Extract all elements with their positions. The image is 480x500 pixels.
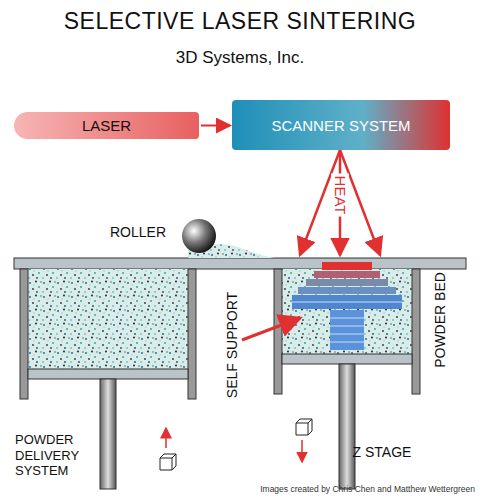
part-label: SELF SUPPORT <box>224 292 241 398</box>
title: SELECTIVE LASER SINTERING <box>0 8 480 35</box>
node-text: LASER <box>82 117 131 134</box>
node-text: SCANNER SYSTEM <box>271 117 410 134</box>
part-label: POWDER BED <box>432 272 449 368</box>
scanner-system-box: SCANNER SYSTEM <box>232 100 450 150</box>
connector-arrow <box>201 125 230 127</box>
part-label: POWDER DELIVERY SYSTEM <box>15 432 125 479</box>
subtitle: 3D Systems, Inc. <box>176 48 304 68</box>
laser-source: LASER <box>14 112 199 139</box>
part-label: Z STAGE <box>353 444 412 461</box>
credit-caption: Images created by Chris Chen and Matthew… <box>260 484 475 494</box>
heat-label: HEAT <box>331 174 349 217</box>
part-label: ROLLER <box>110 224 166 241</box>
